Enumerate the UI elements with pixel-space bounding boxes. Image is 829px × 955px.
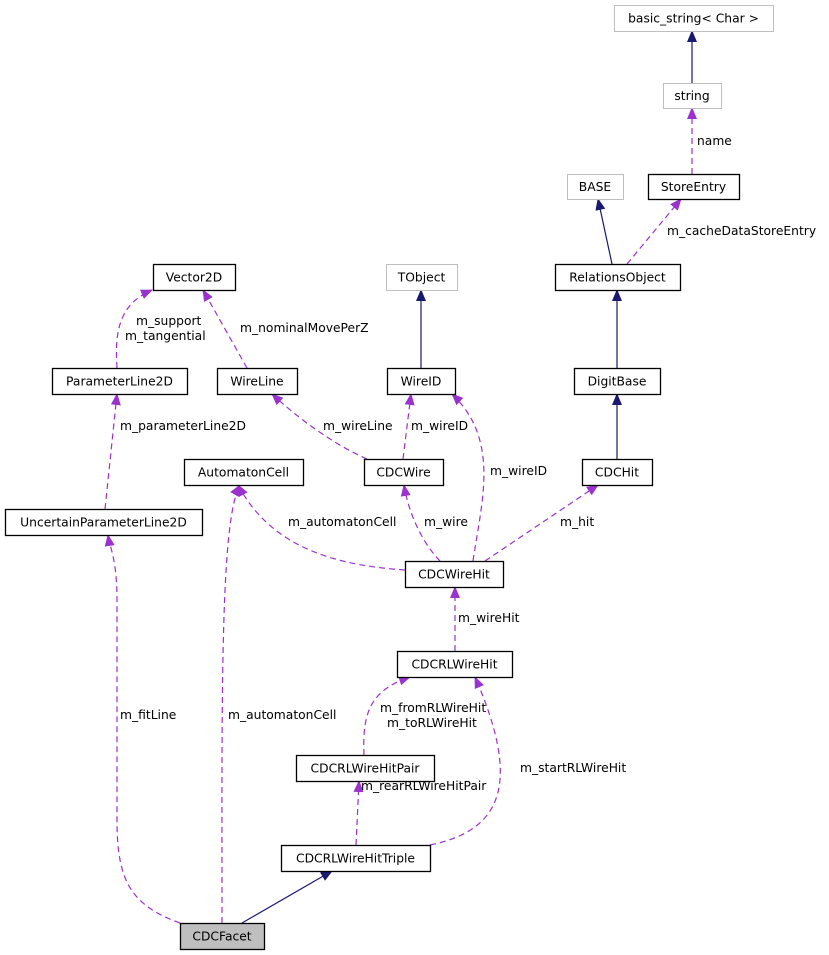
node-label: TObject	[397, 271, 446, 285]
member-edge-cdcwirehit-to-cdcwire	[400, 484, 441, 562]
node-digitbase[interactable]: DigitBase	[573, 367, 662, 396]
node-cdchit[interactable]: CDCHit	[581, 458, 654, 487]
member-edge-cdcwirehit-to-automatoncell	[237, 484, 406, 571]
node-basic-string[interactable]: basic_string< Char >	[614, 5, 774, 32]
node-box	[179, 922, 266, 951]
member-edge-cdcrlwirehitpair-to-cdcrlwirehit	[363, 675, 411, 756]
node-tobject[interactable]: TObject	[386, 264, 458, 291]
member-edge-cdcwire-to-wireid	[402, 393, 415, 460]
member-edge-cdcwirehit-to-wireid	[451, 393, 485, 562]
node-label: DigitBase	[588, 375, 647, 389]
node-label: CDCRLWireHitPair	[311, 762, 421, 776]
edge-label: m_wireHit	[458, 611, 520, 625]
node-box	[404, 560, 505, 589]
node-box	[183, 458, 305, 487]
node-cdcwire[interactable]: CDCWire	[363, 458, 445, 487]
node-label: WireLine	[230, 375, 283, 389]
node-box	[4, 508, 204, 537]
member-edge-cdcwire-to-wireline	[271, 393, 368, 460]
edge-label: m_parameterLine2D	[120, 419, 246, 433]
member-edge-uncertainparameterline2d-to-parameterline2d	[104, 393, 121, 510]
node-label: RelationsObject	[569, 271, 666, 285]
node-box	[573, 367, 662, 396]
node-automatoncell[interactable]: AutomatonCell	[183, 458, 305, 487]
edge-label: m_tangential	[125, 329, 206, 343]
edge-label: m_toRLWireHit	[387, 716, 477, 730]
node-box	[216, 367, 299, 396]
edge-label: m_fromRLWireHit	[380, 701, 486, 715]
node-label: Vector2D	[166, 271, 222, 285]
edge-label: m_wire	[424, 515, 468, 529]
node-label: CDCRLWireHit	[411, 658, 497, 672]
node-box	[51, 367, 189, 396]
node-label: StoreEntry	[661, 180, 726, 194]
inheritance-edge-cdcfacet-to-cdcrlwirehittriple	[241, 870, 333, 924]
member-edge-parameterline2d-to-vector2d	[115, 289, 153, 369]
node-wireid[interactable]: WireID	[386, 367, 457, 396]
member-edge-cdcrlwirehittriple-to-cdcrlwirehitpair	[353, 780, 364, 846]
node-box	[295, 754, 436, 783]
node-cdcrlwirehittriple[interactable]: CDCRLWireHitTriple	[280, 844, 432, 873]
node-label: CDCFacet	[192, 930, 251, 944]
node-label: ParameterLine2D	[66, 375, 173, 389]
edge-label: m_automatonCell	[228, 708, 336, 722]
node-label: AutomatonCell	[198, 466, 289, 480]
edge-label: m_rearRLWireHitPair	[361, 779, 487, 793]
member-edge-wireline-to-vector2d	[202, 289, 248, 369]
member-edge-cdcfacet-to-uncertainparameterline2d	[104, 534, 181, 924]
node-base[interactable]: BASE	[567, 174, 624, 200]
node-label: CDCRLWireHitTriple	[296, 852, 415, 866]
node-box	[396, 650, 514, 679]
member-edge-relationsobject-to-storeentry	[626, 198, 682, 265]
node-cdcrlwirehitpair[interactable]: CDCRLWireHitPair	[295, 754, 436, 783]
node-uncertainparameterline2d[interactable]: UncertainParameterLine2D	[4, 508, 204, 537]
node-label: CDCWire	[376, 466, 430, 480]
node-box	[663, 83, 722, 109]
node-string[interactable]: string	[663, 83, 722, 109]
node-box	[152, 263, 237, 292]
node-box	[363, 458, 445, 487]
edge-label: m_wireID	[411, 419, 468, 433]
node-relationsobject[interactable]: RelationsObject	[554, 263, 682, 292]
edge-label: m_cacheDataStoreEntry	[667, 224, 816, 238]
node-box	[280, 844, 432, 873]
edge-label: m_wireLine	[323, 419, 393, 433]
member-edge-cdcwirehit-to-cdchit	[484, 484, 599, 562]
node-label: string	[674, 89, 709, 103]
node-box	[554, 263, 682, 292]
node-box	[647, 173, 741, 201]
node-parameterline2d[interactable]: ParameterLine2D	[51, 367, 189, 396]
node-label: BASE	[579, 180, 611, 194]
node-cdcfacet[interactable]: CDCFacet	[179, 922, 266, 951]
node-cdcwirehit[interactable]: CDCWireHit	[404, 560, 505, 589]
node-label: UncertainParameterLine2D	[20, 516, 187, 530]
node-wireline[interactable]: WireLine	[216, 367, 299, 396]
node-label: WireID	[401, 375, 442, 389]
node-vector2d[interactable]: Vector2D	[152, 263, 237, 292]
node-cdcrlwirehit[interactable]: CDCRLWireHit	[396, 650, 514, 679]
edge-label: m_nominalMovePerZ	[240, 321, 369, 335]
node-box	[386, 367, 457, 396]
edge-label: m_startRLWireHit	[520, 761, 626, 775]
node-label: CDCWireHit	[418, 568, 490, 582]
edge-label: m_hit	[560, 515, 594, 529]
node-box	[581, 458, 654, 487]
node-box	[614, 5, 774, 32]
node-box	[567, 174, 624, 200]
node-label: CDCHit	[595, 466, 639, 480]
edge-label: name	[697, 134, 732, 148]
node-storeentry[interactable]: StoreEntry	[647, 173, 741, 201]
edge-label: m_support	[136, 314, 202, 328]
edge-label: m_wireID	[490, 464, 547, 478]
node-box	[386, 264, 458, 291]
member-edge-cdcfacet-to-automatoncell	[221, 484, 241, 924]
inheritance-edge-relationsobject-to-base	[595, 198, 613, 265]
member-edge-cdcrlwirehittriple-to-cdcrlwirehit	[429, 676, 501, 846]
edge-label: m_automatonCell	[288, 515, 396, 529]
node-label: basic_string< Char >	[628, 12, 759, 26]
edge-label: m_fitLine	[120, 708, 176, 722]
